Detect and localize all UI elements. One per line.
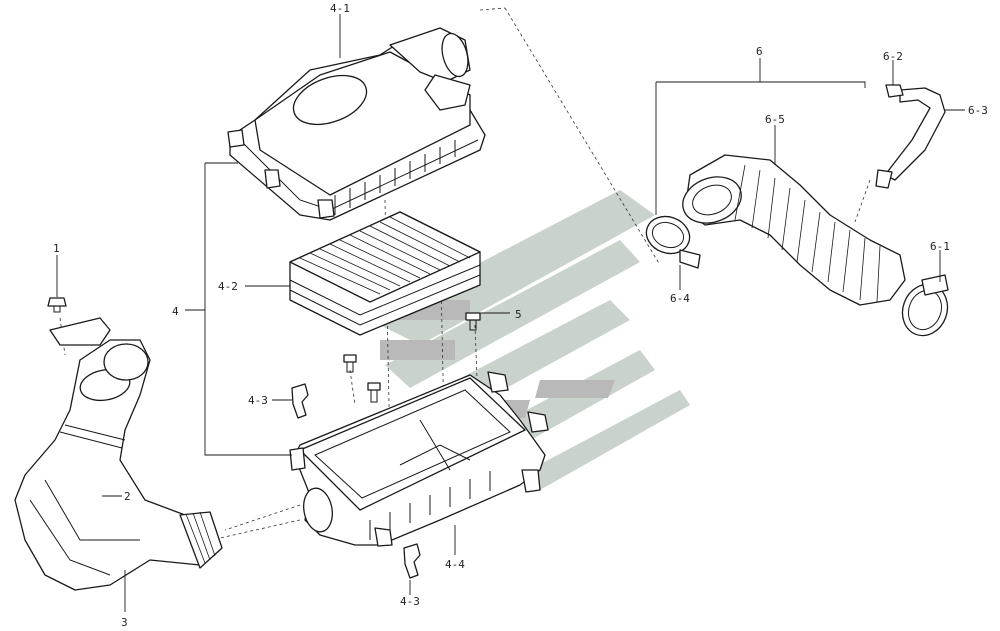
part-labels: 1 2 3 4 4-1 4-2 4-3 4-3 4-4 5 6 6-1 6-2 … <box>53 2 988 629</box>
label-4: 4 <box>172 305 179 318</box>
clip-4-3-upper <box>291 383 309 419</box>
clip-6-2 <box>885 84 904 98</box>
label-6-4: 6-4 <box>670 292 690 305</box>
breather-tube-6-3 <box>875 87 946 189</box>
label-3: 3 <box>121 616 128 629</box>
hose-6-5 <box>682 154 906 306</box>
hose-clamp-6-1 <box>901 274 949 337</box>
grommet-1 <box>47 297 67 313</box>
intake-duct-3 <box>14 317 223 591</box>
air-cleaner-lower-case <box>289 371 549 547</box>
air-filter-element <box>289 211 481 336</box>
hose-clamp-6-4 <box>645 215 701 269</box>
label-1: 1 <box>53 242 60 255</box>
label-2: 2 <box>124 490 131 503</box>
label-6-5: 6-5 <box>765 113 785 126</box>
clip-4-3-lower <box>403 543 421 579</box>
label-6-3: 6-3 <box>968 104 988 117</box>
label-4-1: 4-1 <box>330 2 350 15</box>
label-6: 6 <box>756 45 763 58</box>
leader-lines <box>56 14 965 612</box>
air-cleaner-upper-cover <box>227 27 486 221</box>
label-5: 5 <box>515 308 522 321</box>
label-4-3-lower: 4-3 <box>400 595 420 608</box>
label-4-2: 4-2 <box>218 280 238 293</box>
label-4-3-upper: 4-3 <box>248 394 268 407</box>
bolt-5-group <box>343 312 481 403</box>
label-4-4: 4-4 <box>445 558 465 571</box>
label-6-1: 6-1 <box>930 240 950 253</box>
label-6-2: 6-2 <box>883 50 903 63</box>
